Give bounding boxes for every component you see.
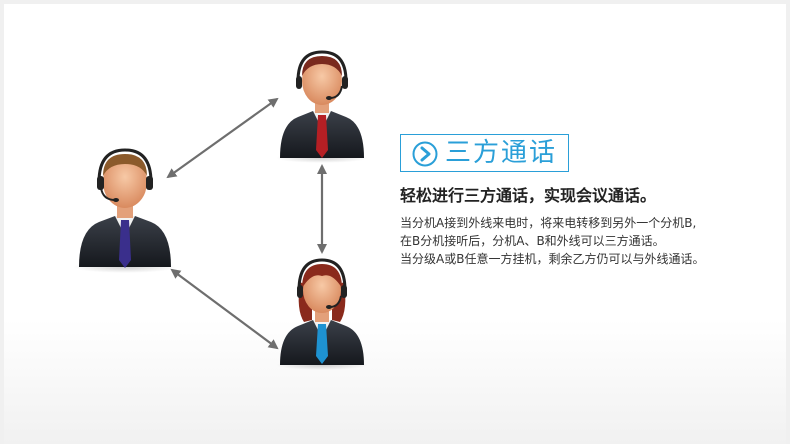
description: 当分机A接到外线来电时，将来电转移到另外一个分机B, 在B分机接听后，分机A、B…: [400, 214, 780, 268]
title-box: 三方通话: [400, 134, 569, 172]
frame-top: [0, 0, 790, 4]
headline: 轻松进行三方通话，实现会议通话。: [400, 186, 657, 205]
description-line: 在B分机接听后，分机A、B和外线可以三方通话。: [400, 234, 665, 248]
arrow-a-b: [166, 97, 279, 179]
operator-left-icon: [73, 148, 177, 273]
section-title: 三方通话: [445, 138, 558, 168]
operator-bottom-icon: [276, 258, 368, 370]
description-line: 当分机A接到外线来电时，将来电转移到另外一个分机B,: [400, 216, 697, 230]
frame-left: [0, 0, 4, 444]
operator-top-icon: [276, 50, 368, 163]
play-circle-icon: [412, 141, 438, 167]
frame-right: [786, 0, 790, 444]
arrow-a-c: [170, 268, 279, 350]
description-line: 当分级A或B任意一方挂机，剩余乙方仍可以与外线通话。: [400, 252, 705, 266]
